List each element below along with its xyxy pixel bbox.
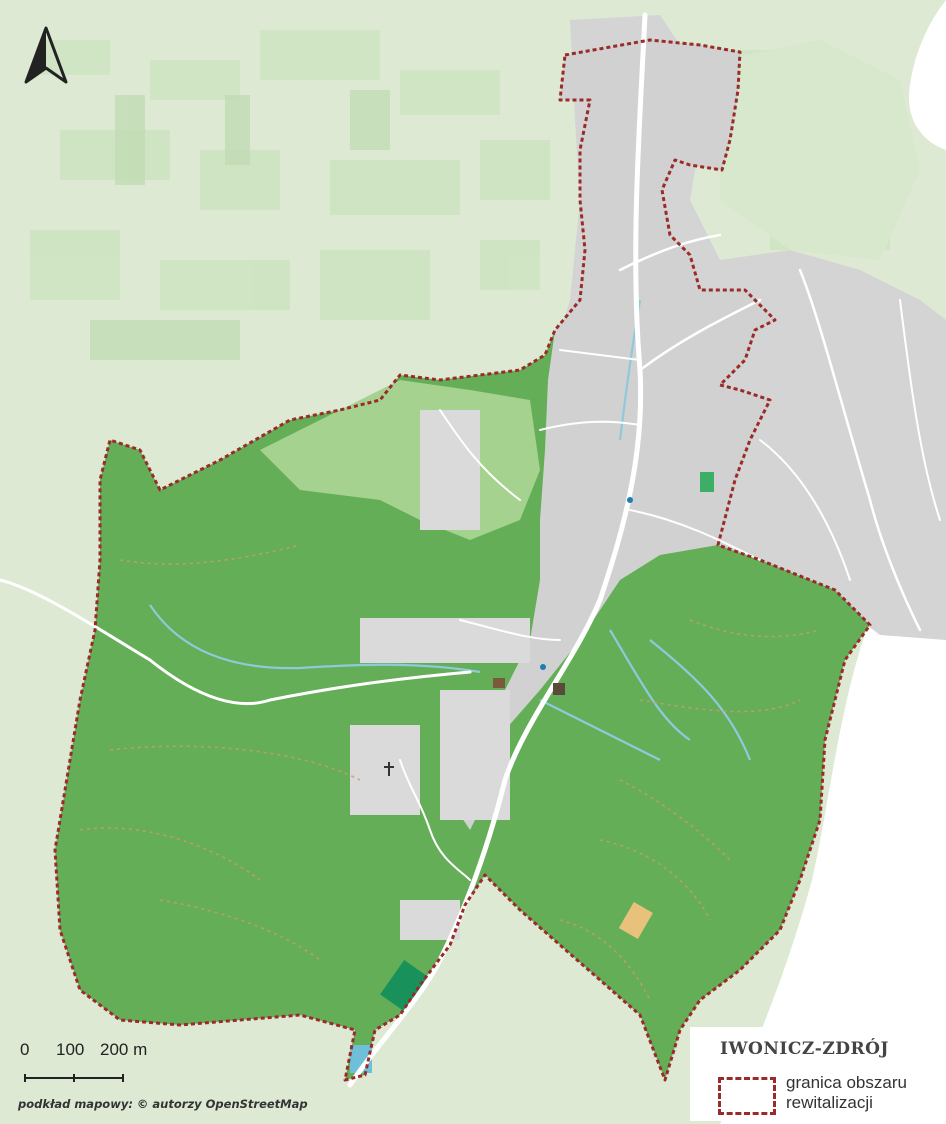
ocean-white-area bbox=[908, 0, 946, 150]
legend-boundary-label-line2: rewitalizacji bbox=[786, 1093, 873, 1112]
map-attribution: podkład mapowy: © autorzy OpenStreetMap bbox=[18, 1097, 308, 1111]
legend-title: IWONICZ-ZDRÓJ bbox=[720, 1039, 889, 1059]
darker-fields bbox=[90, 90, 390, 360]
footpaths bbox=[79, 544, 821, 1001]
scale-label-100: 100 bbox=[56, 1040, 85, 1059]
blank-area-right bbox=[720, 600, 946, 1124]
poi-markers bbox=[384, 497, 633, 776]
town-core-in-area bbox=[450, 40, 775, 830]
spa-complex bbox=[350, 410, 530, 940]
scale-label-0: 0 bbox=[20, 1040, 30, 1059]
map-legend: IWONICZ-ZDRÓJ granica obszaru rewitaliza… bbox=[690, 1027, 940, 1121]
scale-labels: 0 100 200 m bbox=[14, 1040, 154, 1062]
sport-fields bbox=[350, 472, 714, 1073]
streams bbox=[149, 299, 752, 761]
scale-bar-line bbox=[24, 1074, 124, 1082]
scale-bar: 0 100 200 m bbox=[14, 1040, 154, 1090]
north-arrow-icon bbox=[24, 26, 68, 84]
legend-boundary-label-line1: granica obszaru bbox=[786, 1073, 907, 1092]
boundary-swatch bbox=[718, 1077, 776, 1115]
scale-label-200: 200 m bbox=[100, 1040, 148, 1059]
revitalization-boundary bbox=[53, 38, 872, 1082]
east-hillside bbox=[720, 40, 920, 260]
legend-boundary-label: granica obszaru rewitalizacji bbox=[786, 1073, 936, 1113]
